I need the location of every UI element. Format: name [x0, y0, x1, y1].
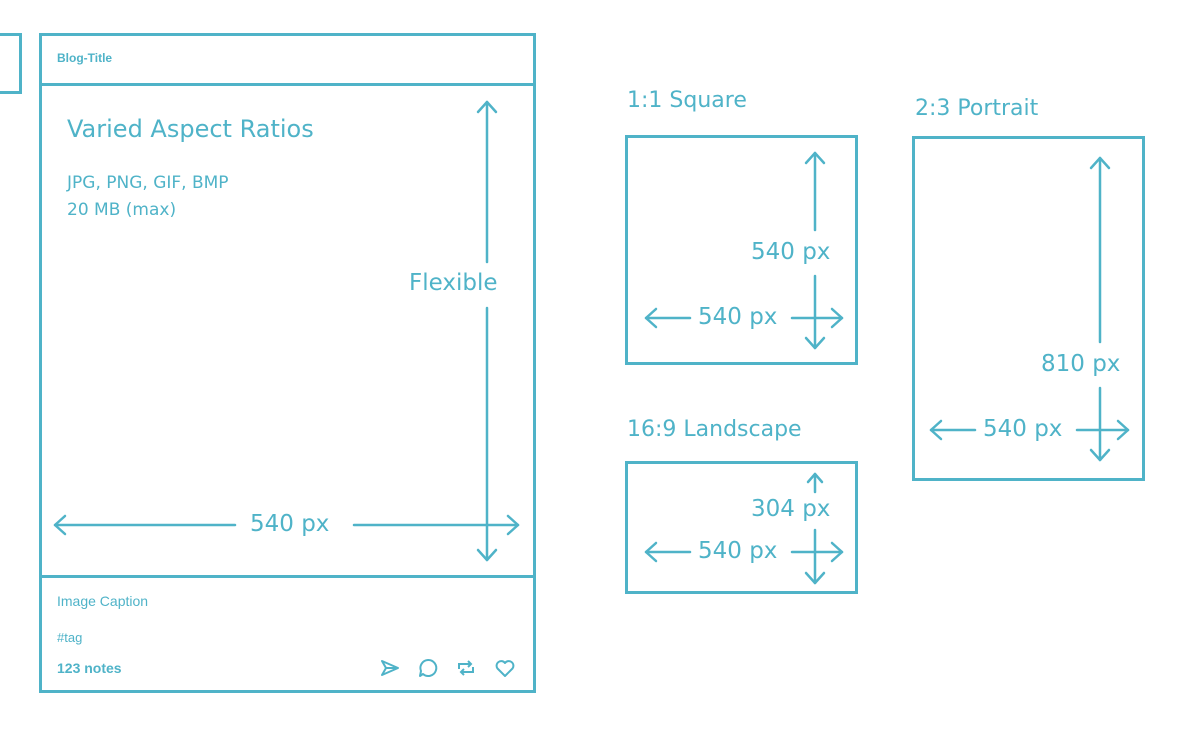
- portrait-width-label: 540 px: [983, 416, 1063, 442]
- square-title: 1:1 Square: [627, 88, 747, 113]
- blog-title[interactable]: Blog-Title: [57, 51, 113, 65]
- post-formats: JPG, PNG, GIF, BMP: [67, 173, 229, 193]
- like-icon[interactable]: [494, 657, 516, 679]
- reply-icon[interactable]: [417, 657, 439, 679]
- portrait-frame: [912, 136, 1145, 481]
- image-caption: Image Caption: [57, 593, 149, 609]
- post-header: [39, 33, 536, 86]
- post-footer: [39, 575, 536, 693]
- portrait-title: 2:3 Portrait: [915, 96, 1039, 121]
- notes-count[interactable]: 123 notes: [57, 660, 122, 676]
- post-heading: Varied Aspect Ratios: [67, 115, 314, 143]
- post-image-area: [39, 83, 536, 578]
- share-icon[interactable]: [379, 657, 401, 679]
- post-width-label: 540 px: [250, 511, 330, 537]
- landscape-title: 16:9 Landscape: [627, 417, 802, 442]
- square-frame: [625, 135, 858, 365]
- landscape-frame: [625, 461, 858, 594]
- square-height-label: 540 px: [751, 239, 831, 265]
- landscape-height-label: 304 px: [751, 496, 831, 522]
- post-tag[interactable]: #tag: [57, 630, 83, 645]
- post-height-label: Flexible: [409, 270, 498, 296]
- post-max-size: 20 MB (max): [67, 200, 177, 220]
- reblog-icon[interactable]: [455, 657, 477, 679]
- portrait-height-label: 810 px: [1041, 351, 1121, 377]
- landscape-width-label: 540 px: [698, 538, 778, 564]
- square-width-label: 540 px: [698, 304, 778, 330]
- partial-frame-left: [0, 33, 22, 94]
